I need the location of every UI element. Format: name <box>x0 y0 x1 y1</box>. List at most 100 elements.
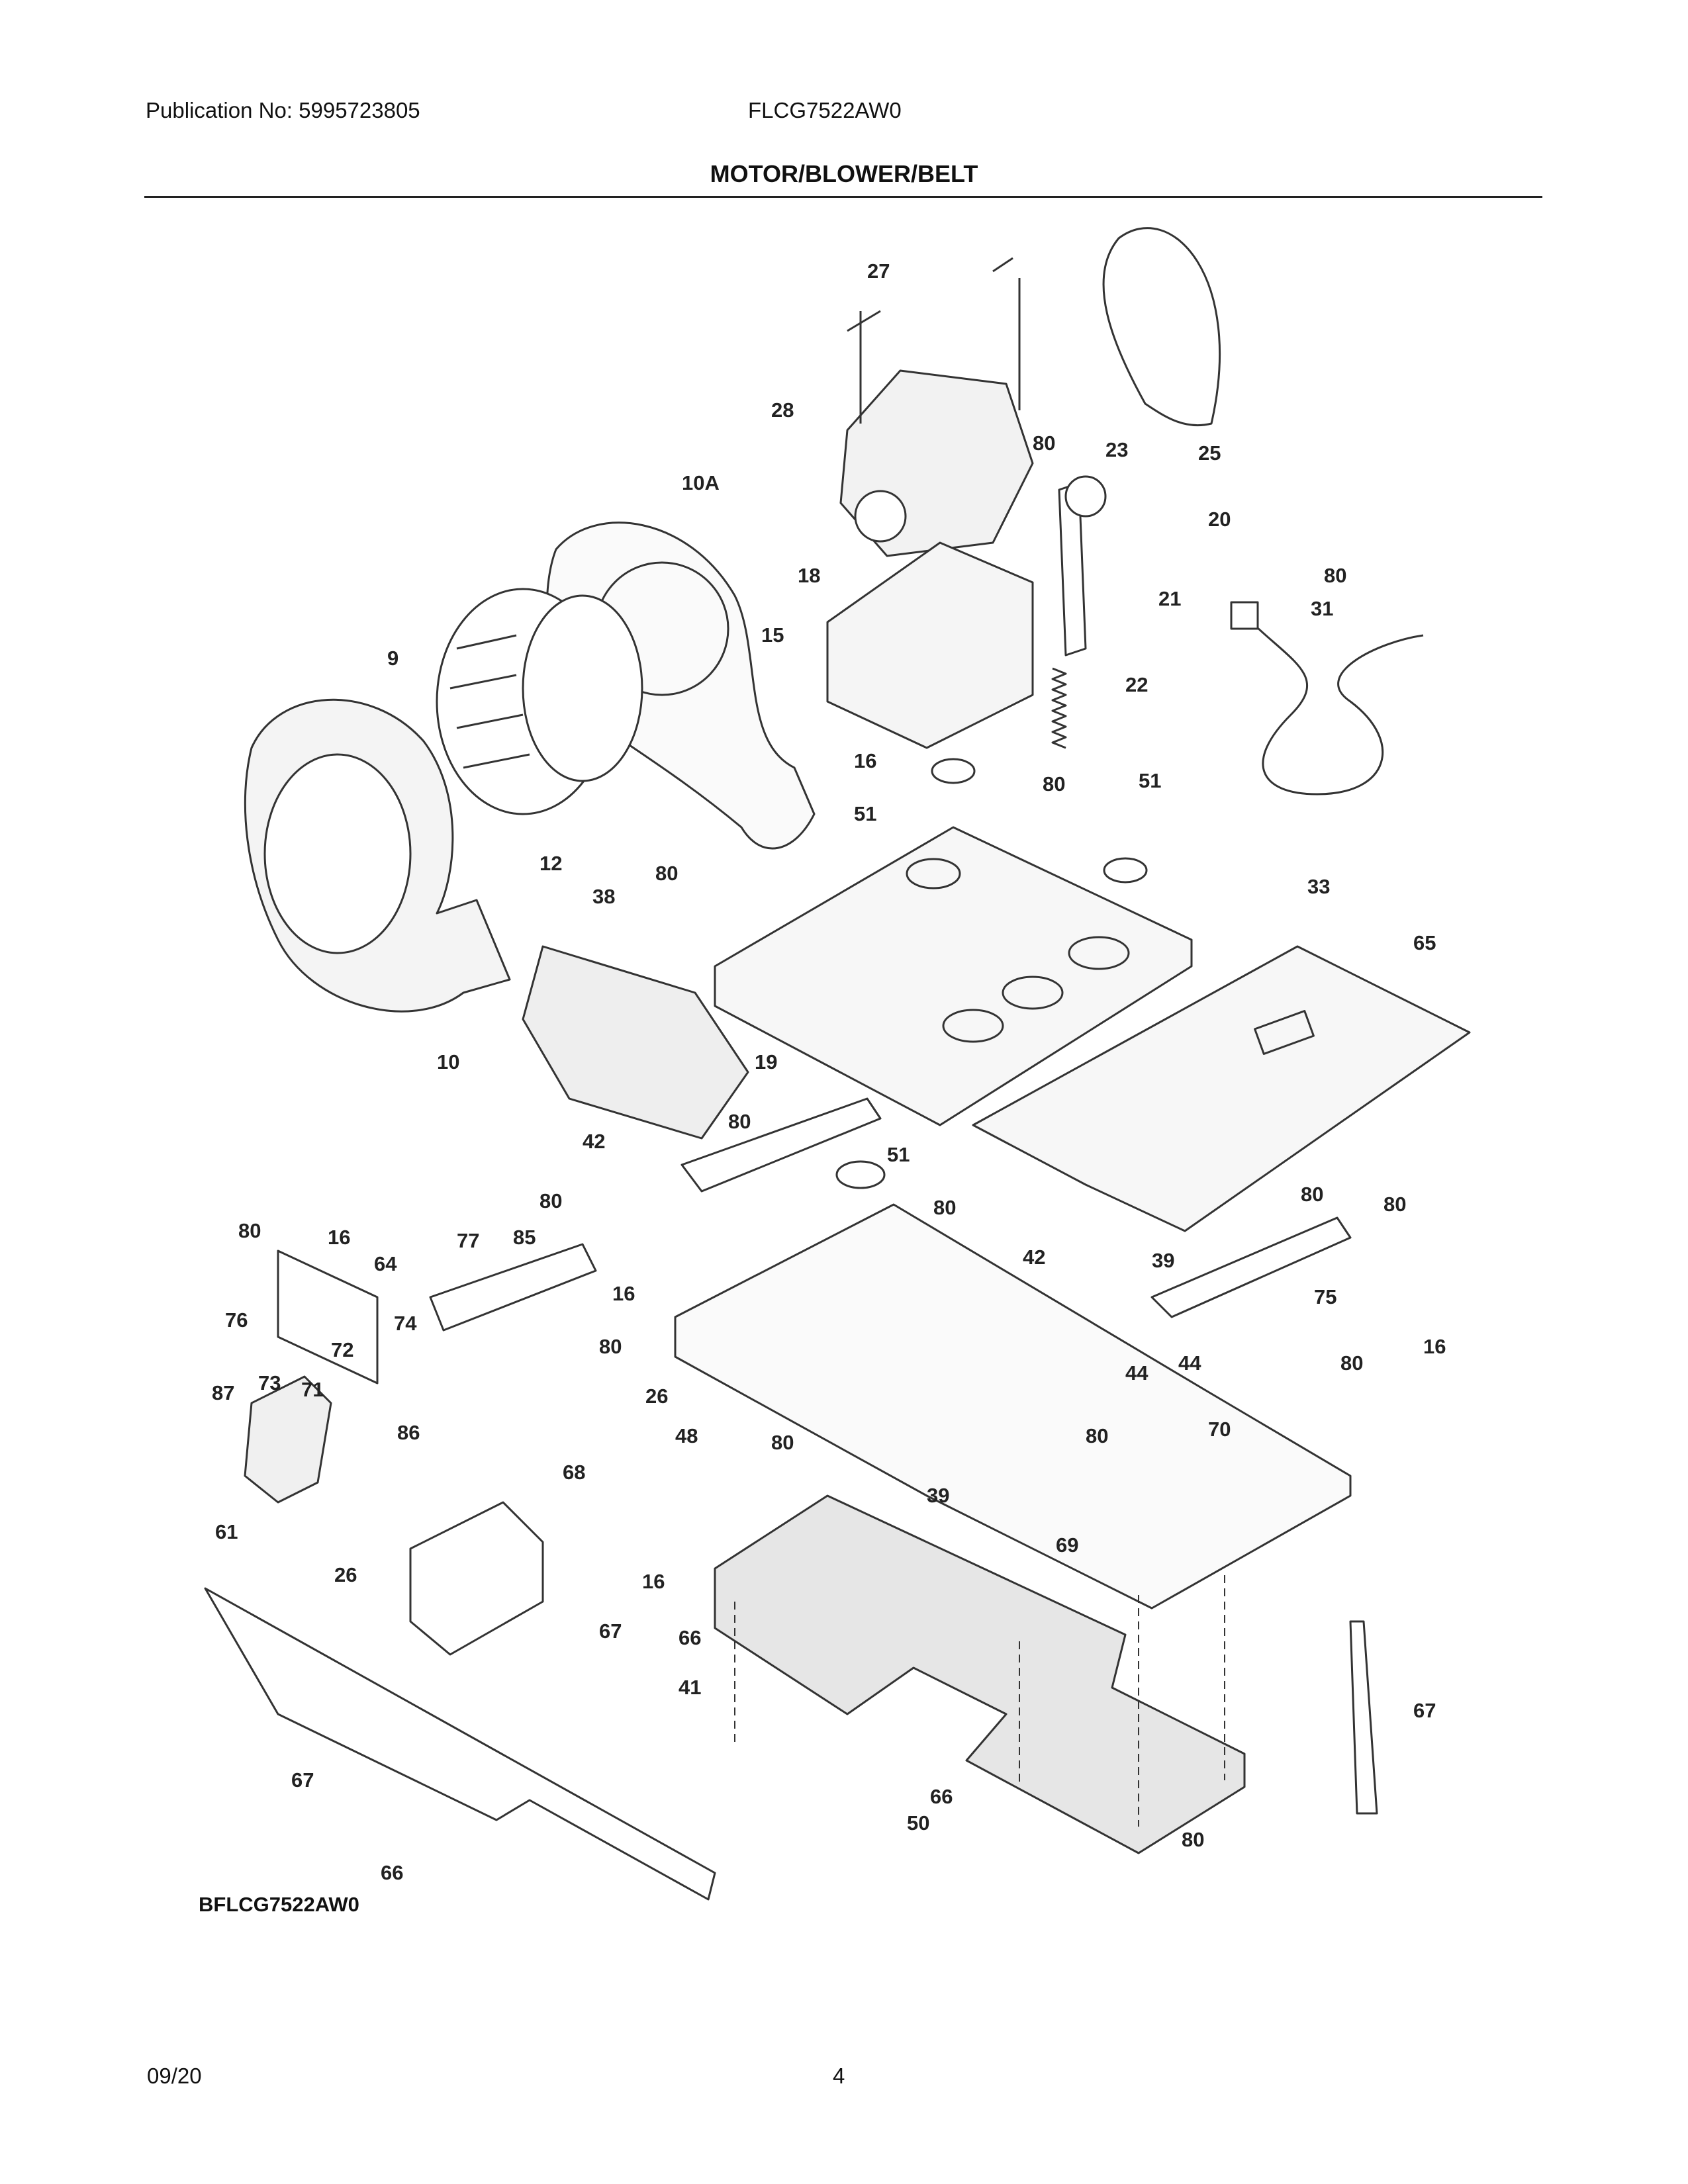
callout: 39 <box>1152 1249 1174 1272</box>
callout: 44 <box>1178 1351 1201 1375</box>
callout: 39 <box>927 1484 949 1507</box>
callout: 33 <box>1307 875 1330 898</box>
callout: 16 <box>612 1282 635 1305</box>
callout: 66 <box>381 1861 403 1884</box>
drive-belt <box>1102 227 1221 427</box>
valve-bracket <box>409 1501 544 1656</box>
callout: 75 <box>1314 1285 1336 1308</box>
callout: 23 <box>1105 438 1128 461</box>
bracket-left <box>680 1097 882 1193</box>
callout: 86 <box>397 1421 420 1444</box>
callout: 15 <box>761 623 784 647</box>
power-cord <box>1243 614 1424 796</box>
callout: 80 <box>1182 1828 1204 1851</box>
diagram-code: BFLCG7522AW0 <box>199 1893 359 1916</box>
page-number: 4 <box>833 2064 845 2088</box>
base-plate <box>714 826 1193 1126</box>
callout: 51 <box>1139 769 1161 792</box>
callout: 80 <box>1383 1193 1406 1216</box>
callout: 48 <box>675 1424 698 1447</box>
heat-shield <box>277 1250 379 1385</box>
callout: 16 <box>854 749 876 772</box>
callout: 80 <box>1324 564 1346 587</box>
callout: 26 <box>334 1563 357 1586</box>
callout: 80 <box>728 1110 751 1133</box>
bracket-right <box>1150 1216 1352 1318</box>
callout: 42 <box>583 1130 605 1153</box>
callout: 16 <box>642 1570 665 1593</box>
blower-impeller <box>436 588 643 815</box>
callout: 80 <box>1033 432 1055 455</box>
callout: 71 <box>301 1378 324 1401</box>
publication-number: Publication No: 5995723805 <box>146 98 420 122</box>
callout: 70 <box>1208 1418 1231 1441</box>
callout: 10 <box>437 1050 459 1073</box>
callout: 21 <box>1158 587 1181 610</box>
callout: 51 <box>854 802 876 825</box>
seal-ring <box>931 758 976 784</box>
callout: 64 <box>374 1252 397 1275</box>
callout: 66 <box>679 1626 701 1649</box>
callout: 87 <box>212 1381 234 1404</box>
callout: 20 <box>1208 508 1231 531</box>
callout: 10A <box>682 471 720 494</box>
callout: 80 <box>1086 1424 1108 1447</box>
callout: 18 <box>798 564 820 587</box>
callout: 76 <box>225 1308 248 1332</box>
callout: 72 <box>331 1338 353 1361</box>
callout: 80 <box>1340 1351 1363 1375</box>
callout: 80 <box>1301 1183 1323 1206</box>
callout: 28 <box>771 398 794 422</box>
callout: 67 <box>1413 1699 1436 1722</box>
cover-plate <box>972 945 1471 1232</box>
callout: 51 <box>887 1143 910 1166</box>
callout: 80 <box>933 1196 956 1219</box>
idler-spring <box>1051 667 1067 749</box>
callout: 67 <box>291 1768 314 1792</box>
callout: 66 <box>930 1785 953 1808</box>
seal-ring <box>1103 857 1148 884</box>
callout: 80 <box>771 1431 794 1454</box>
callout: 27 <box>867 259 890 283</box>
callout: 69 <box>1056 1533 1078 1557</box>
callout: 38 <box>592 885 615 908</box>
callout: 65 <box>1413 931 1436 954</box>
seal-ring <box>835 1160 886 1189</box>
callouts: 27 28 10A 80 23 25 20 21 18 80 31 15 9 2… <box>212 259 1446 1884</box>
base-mat <box>714 1494 1246 1854</box>
callout: 42 <box>1023 1246 1045 1269</box>
callout: 61 <box>215 1520 238 1543</box>
callout: 16 <box>328 1226 350 1249</box>
callout: 50 <box>907 1811 929 1835</box>
callout: 77 <box>457 1229 479 1252</box>
callout: 85 <box>513 1226 536 1249</box>
motor-mount <box>826 541 1034 749</box>
support-pan <box>674 1203 1352 1610</box>
callout: 80 <box>599 1335 622 1358</box>
callout: 67 <box>599 1619 622 1643</box>
callout: 16 <box>1423 1335 1446 1358</box>
footer-date: 09/20 <box>147 2064 202 2088</box>
model-number: FLCG7522AW0 <box>748 98 902 122</box>
page-title: MOTOR/BLOWER/BELT <box>710 160 978 187</box>
side-strip <box>1349 1620 1378 1815</box>
burner-tube <box>429 1243 597 1332</box>
callout: 31 <box>1311 597 1333 620</box>
callout: 41 <box>679 1676 701 1699</box>
callout: 80 <box>655 862 678 885</box>
callout: 80 <box>539 1189 562 1212</box>
callout: 22 <box>1125 673 1148 696</box>
callout: 80 <box>1043 772 1065 796</box>
callout: 80 <box>238 1219 261 1242</box>
callout: 74 <box>394 1312 417 1335</box>
title-rule <box>144 196 1542 198</box>
gas-valve <box>244 1375 332 1504</box>
callout: 25 <box>1198 441 1221 465</box>
callout: 68 <box>563 1461 585 1484</box>
callout: 26 <box>645 1385 668 1408</box>
callout: 12 <box>539 852 562 875</box>
callout: 9 <box>387 647 399 670</box>
toe-panel <box>204 1587 716 1901</box>
callout: 19 <box>755 1050 777 1073</box>
